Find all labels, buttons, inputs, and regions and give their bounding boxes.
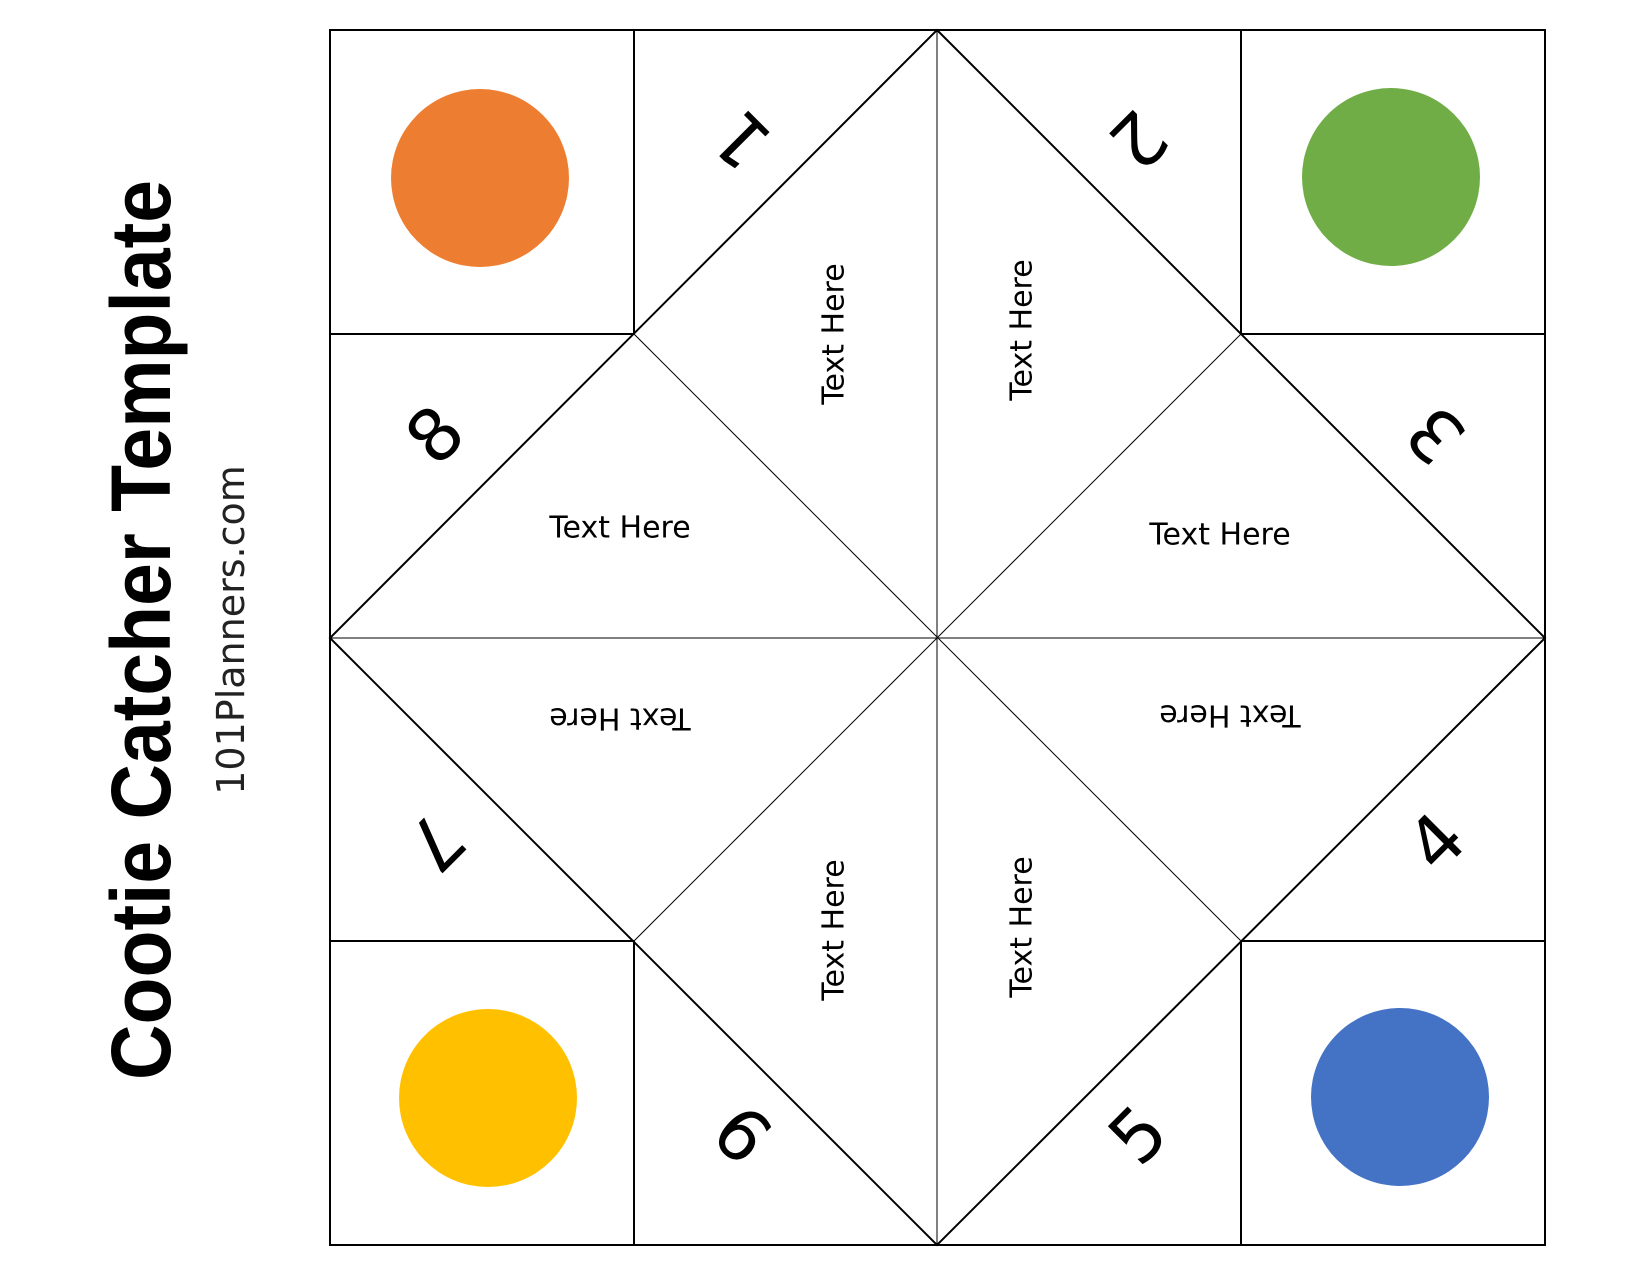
number-2: 2 (1092, 94, 1184, 186)
inner-label-right-top: Text Here (1148, 518, 1290, 553)
inner-label-left-top: Text Here (548, 511, 690, 546)
inner-label-right-bottom: Text Here (1159, 698, 1301, 733)
number-5: 5 (1092, 1089, 1184, 1181)
inner-label-bottom-left: Text Here (817, 859, 852, 1001)
corner-circle-green (1302, 88, 1480, 266)
number-6: 6 (696, 1089, 788, 1181)
number-3: 3 (1390, 389, 1482, 481)
inner-label-top-left: Text Here (817, 263, 852, 405)
number-7: 7 (389, 796, 481, 888)
page-title: Cootie Catcher Template (94, 180, 188, 1080)
inner-label-top-right: Text Here (1005, 259, 1040, 401)
number-1: 1 (696, 94, 788, 186)
number-8: 8 (389, 389, 481, 481)
inner-fold-lines (330, 30, 1545, 1245)
inner-label-bottom-right: Text Here (1005, 856, 1040, 998)
inner-label-left-bottom: Text Here (549, 701, 691, 736)
corner-circle-orange (391, 89, 569, 267)
site-url: 101Planners.com (209, 465, 253, 795)
corner-circle-yellow (399, 1009, 577, 1187)
number-4: 4 (1390, 796, 1482, 888)
corner-circle-blue (1311, 1008, 1489, 1186)
